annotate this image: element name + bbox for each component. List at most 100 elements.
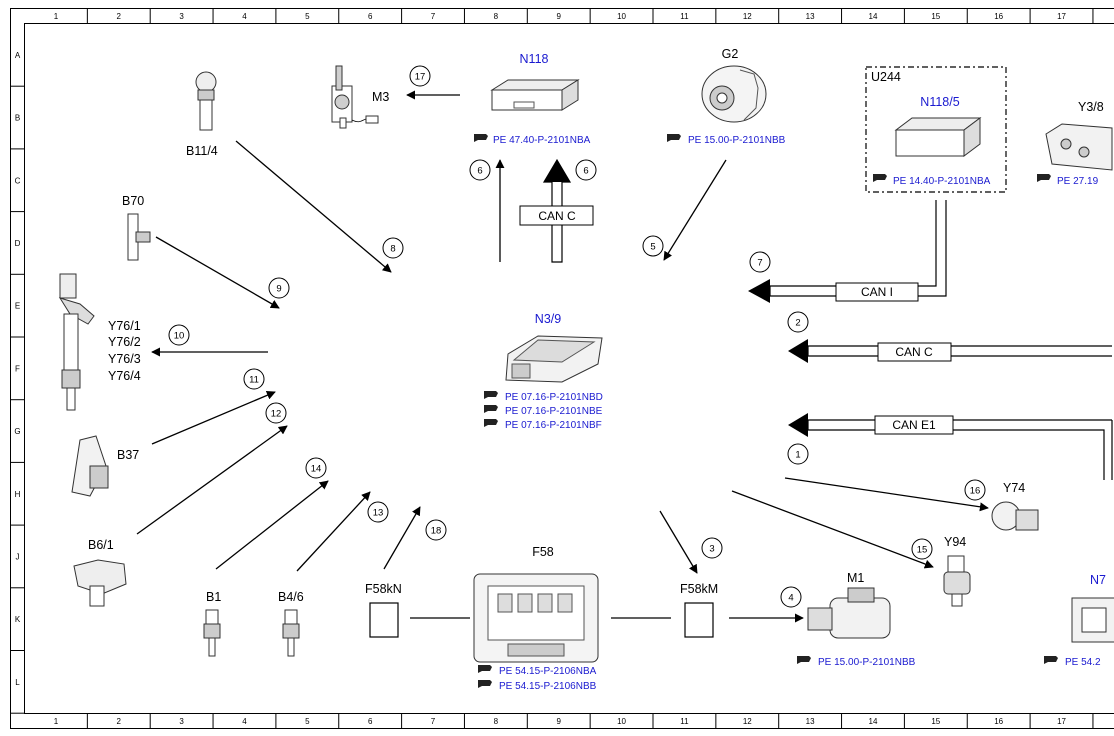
signal-line-14	[215, 480, 329, 570]
column-number: 8	[494, 12, 499, 21]
callout-1-number: 1	[795, 450, 800, 461]
m1-ref: PE 15.00-P-2101NBB	[818, 657, 916, 668]
camshaft-sensor-icon	[73, 559, 127, 607]
pointing-hand-icon	[474, 134, 488, 142]
relay-icon	[684, 602, 714, 638]
column-number: 6	[368, 717, 373, 726]
g2-ref: PE 15.00-P-2101NBB	[688, 135, 786, 146]
column-number: 15	[931, 717, 940, 726]
valve-icon	[943, 555, 971, 607]
column-ruler: 1122334455667788991010111112121313141415…	[54, 8, 1094, 729]
signal-line-18	[383, 506, 421, 570]
f58-ref-2: PE 54.15-P-2106NBB	[499, 681, 597, 692]
column-number: 7	[431, 717, 436, 726]
m3-label: M3	[372, 90, 389, 104]
n118-5-label: N118/5	[920, 95, 959, 109]
f58kn-label: F58kN	[365, 582, 402, 596]
column-number: 10	[617, 717, 626, 726]
b4-6-label: B4/6	[278, 590, 304, 604]
column-number: 13	[806, 12, 815, 21]
callout-7-number: 7	[757, 258, 762, 269]
u244-label: U244	[871, 70, 901, 84]
signal-line-13	[296, 491, 371, 572]
callout-6b: 6	[575, 159, 597, 181]
callout-2-number: 2	[795, 318, 800, 329]
pointing-hand-icon	[1037, 174, 1051, 182]
valve-icon	[991, 501, 1039, 531]
f58-ref-1: PE 54.15-P-2106NBA	[499, 666, 597, 677]
y76-3-label: Y76/3	[108, 352, 141, 366]
column-number: 14	[869, 717, 878, 726]
b11-4-label: B11/4	[186, 144, 218, 158]
callout-8: 8	[382, 237, 404, 259]
n7-label: N7	[1090, 573, 1106, 587]
control-unit-icon	[1071, 597, 1114, 643]
n3-9-ref-3: PE 07.16-P-2101NBF	[505, 420, 602, 431]
column-number: 16	[994, 12, 1003, 21]
signal-line-11	[151, 391, 276, 445]
row-letter: E	[15, 302, 20, 311]
row-letter: J	[16, 552, 20, 561]
n3-9-ref-2: PE 07.16-P-2101NBE	[505, 406, 603, 417]
callout-3-number: 3	[709, 544, 714, 555]
engine-control-unit-icon	[505, 335, 603, 383]
can-c-top-label-box	[519, 205, 594, 226]
row-letter: H	[15, 490, 21, 499]
callout-7: 7	[749, 251, 771, 273]
callout-4: 4	[780, 586, 802, 608]
column-number: 5	[305, 717, 310, 726]
callout-11: 11	[243, 368, 265, 390]
row-letter: A	[15, 51, 21, 60]
can-i-bus	[748, 200, 947, 303]
can-e1-label: CAN E1	[892, 418, 936, 432]
relay-icon	[369, 602, 399, 638]
column-number: 5	[305, 12, 310, 21]
column-number: 2	[117, 12, 122, 21]
temperature-sensor-icon	[195, 71, 217, 131]
can-e1-label-box	[874, 415, 954, 435]
control-module-icon	[894, 117, 982, 157]
callout-4-number: 4	[788, 593, 793, 604]
b70-label: B70	[122, 194, 144, 208]
pointing-hand-icon	[1044, 656, 1058, 664]
can-c-top-label: CAN C	[538, 209, 576, 223]
column-number: 3	[179, 12, 184, 21]
callout-15: 15	[911, 538, 933, 560]
b6-1-label: B6/1	[88, 538, 114, 552]
pointing-hand-icon	[484, 419, 498, 427]
column-number: 6	[368, 12, 373, 21]
can-i-label: CAN I	[861, 285, 893, 299]
pointing-hand-icon	[667, 134, 681, 142]
pointing-hand-icon	[873, 174, 887, 182]
callout-14-number: 14	[311, 464, 322, 475]
row-letter: D	[15, 239, 21, 248]
callout-18: 18	[425, 519, 447, 541]
y76-2-label: Y76/2	[108, 335, 141, 349]
pointing-hand-icon	[484, 405, 498, 413]
starter-motor-icon	[807, 587, 891, 639]
column-number: 12	[743, 12, 752, 21]
pointing-hand-icon	[797, 656, 811, 664]
can-c-label: CAN C	[895, 345, 933, 359]
column-number: 17	[1057, 12, 1066, 21]
callout-16-number: 16	[970, 486, 981, 497]
column-number: 3	[179, 717, 184, 726]
callout-3: 3	[701, 537, 723, 559]
column-number: 11	[680, 12, 689, 21]
row-letter: K	[15, 615, 21, 624]
signal-line-8	[235, 140, 392, 273]
row-letter: L	[15, 678, 20, 687]
callout-8-number: 8	[390, 244, 395, 255]
crankshaft-sensor-icon	[127, 213, 151, 261]
n118-label: N118	[520, 52, 549, 66]
callout-13-number: 13	[373, 508, 384, 519]
temperature-sensor-icon	[203, 609, 221, 657]
column-number: 10	[617, 12, 626, 21]
fuse-box-icon	[473, 573, 599, 663]
callout-6a: 6	[469, 159, 491, 181]
pressure-sensor-icon	[282, 609, 300, 657]
pointing-hand-icon	[478, 680, 492, 688]
b37-label: B37	[117, 448, 139, 462]
callout-1: 1	[787, 443, 809, 465]
callout-12-number: 12	[271, 409, 282, 420]
